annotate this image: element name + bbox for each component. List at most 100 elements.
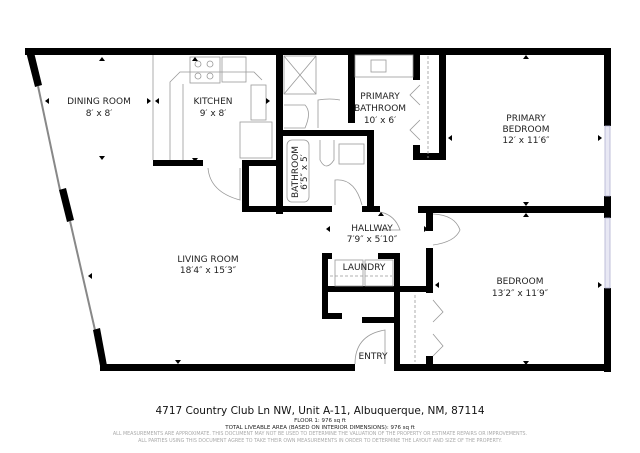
interior-walls (153, 48, 611, 371)
vanity-primary (354, 54, 414, 78)
toilet-bath (319, 140, 335, 167)
fixtures (152, 54, 461, 365)
top-wall (25, 48, 611, 55)
living-room-name: LIVING ROOM (177, 255, 238, 265)
bifold-doors (432, 299, 444, 357)
kitchen-sink (250, 84, 267, 121)
burner (206, 72, 214, 80)
window-bedroom (604, 217, 611, 289)
marker-arrow (523, 202, 529, 206)
marker-arrow (88, 273, 92, 279)
entry-right-wall (394, 253, 400, 371)
primary-bath-name-1: PRIMARY (360, 92, 400, 102)
left-wall-seg-2 (59, 188, 74, 222)
sink-primary (370, 59, 387, 73)
marker-arrow (155, 98, 159, 104)
door-swing-bath (334, 179, 363, 206)
door-swing-hall-closet (379, 211, 401, 231)
kitchen-name: KITCHEN (194, 97, 233, 107)
marker-arrow (99, 156, 105, 160)
marker-arrow (523, 361, 529, 365)
coat-closet-wall (322, 313, 342, 319)
closet-right-wall (439, 55, 446, 160)
laundry-top-left (322, 253, 332, 259)
marker-arrow (598, 135, 602, 141)
burner (194, 60, 202, 68)
window-primary-bedroom (604, 125, 611, 197)
room-labels: DINING ROOM 8′ x 8′ KITCHEN 9′ x 8′ PRIM… (67, 92, 550, 362)
floor-plan: DINING ROOM 8′ x 8′ KITCHEN 9′ x 8′ PRIM… (25, 48, 611, 372)
marker-arrow (147, 98, 151, 104)
dining-room-dims: 8′ x 8′ (86, 109, 113, 119)
bath-mid-wall (276, 130, 374, 136)
bathroom-dims: 6′5″ x 5′ (300, 154, 310, 190)
marker-arrow (448, 135, 452, 141)
laundry-bottom-wall (322, 286, 432, 292)
sink-bath (338, 143, 365, 165)
marker-arrow (435, 282, 439, 288)
hall-top-wall-mid (362, 206, 380, 212)
bedroom-left-wall-bottom (426, 356, 433, 371)
marker-arrow (598, 282, 602, 288)
property-address: 4717 Country Club Ln NW, Unit A-11, Albu… (155, 405, 485, 417)
bedroom-name: BEDROOM (497, 277, 544, 287)
dryer (364, 259, 394, 287)
living-room-dims: 18′4″ x 15′3″ (180, 266, 237, 276)
marker-arrow (45, 98, 49, 104)
laundry-left-wall (322, 253, 328, 318)
marker-arrow (378, 212, 384, 216)
bedroom-dims: 13′2″ x 11′9″ (492, 289, 549, 299)
entry-name: ENTRY (358, 352, 388, 362)
right-wall-lower (604, 288, 611, 372)
marker-arrow (192, 158, 198, 162)
marker-arrow (192, 57, 198, 61)
total-liveable-area: TOTAL LIVEABLE AREA (BASED ON INTERIOR D… (225, 425, 415, 431)
dining-room-name: DINING ROOM (67, 97, 131, 107)
counter-unit (221, 56, 247, 83)
left-slanted-wall (25, 48, 108, 371)
kitchen-counter-outer (169, 71, 263, 160)
window-left-2 (69, 220, 96, 331)
bath-divider-wall (348, 48, 355, 123)
marker-arrow (523, 55, 529, 59)
door-swing-closet (207, 167, 241, 201)
closet-bottom-wall (413, 153, 445, 160)
entry-top-wall (362, 317, 400, 323)
primary-bedroom-name-1: PRIMARY (506, 114, 546, 124)
marker-arrow (175, 360, 181, 364)
door-swing-primary-bath (317, 98, 341, 128)
marker-arrow (326, 226, 330, 232)
bedroom-top-wall (418, 206, 611, 213)
kitchen-wall-bottom (153, 160, 203, 166)
door-swing-entry (354, 329, 386, 365)
hallway-dims: 7′9″ x 5′10″ (347, 235, 398, 245)
bedroom-left-wall-mid (426, 248, 433, 293)
burner (194, 72, 202, 80)
laundry-name: LAUNDRY (343, 263, 386, 273)
disclaimer-line-2: ALL PARTIES USING THIS DOCUMENT AGREE TO… (138, 439, 502, 444)
left-wall-seg-3 (93, 328, 108, 371)
primary-bedroom-dims: 12′ x 11′6″ (502, 136, 550, 146)
bathroom-name: BATHROOM (291, 146, 301, 198)
dimension-markers (45, 55, 602, 365)
bathtub (286, 139, 310, 203)
shower-x (283, 55, 317, 95)
primary-bath-dims: 10′ x 6′ (364, 116, 396, 126)
right-wall-upper (604, 48, 611, 126)
bifold-doors-primary (409, 84, 421, 141)
bedroom-left-wall-top (426, 206, 433, 231)
bath2-right-wall (367, 130, 374, 210)
primary-bedroom-name-2: BEDROOM (503, 125, 550, 135)
closet-top-wall (242, 160, 280, 166)
bottom-wall-left (100, 364, 355, 371)
door-swing-bedroom (432, 213, 461, 246)
kitchen-closet-wall (242, 160, 249, 210)
closet-left-wall-bottom (413, 145, 420, 160)
marker-arrow (424, 226, 428, 232)
marker-arrow (266, 98, 270, 104)
left-wall-seg-1 (25, 48, 42, 87)
marker-arrow (523, 213, 529, 217)
burner (206, 60, 214, 68)
closet-left-wall-top (413, 55, 420, 80)
laundry-top-right (378, 253, 400, 259)
